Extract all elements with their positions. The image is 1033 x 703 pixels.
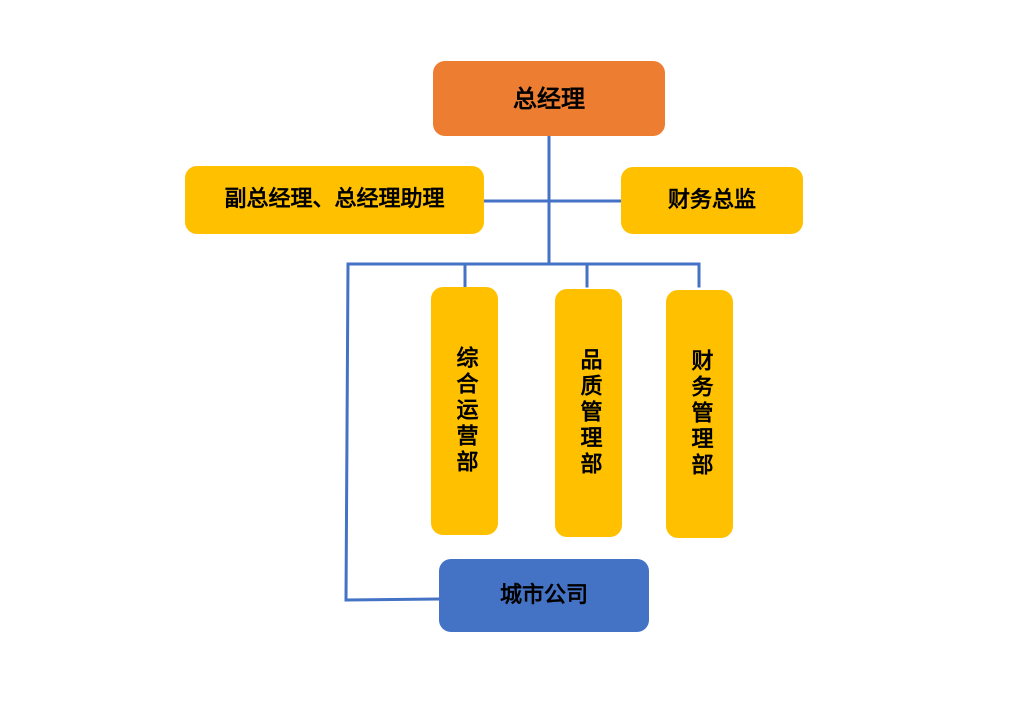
general-manager-label: 总经理 [513, 84, 585, 113]
finance-management-box: 财务管理部 [666, 290, 733, 538]
deputy-gm-assistant-label: 副总经理、总经理助理 [224, 187, 445, 212]
quality-management-box: 品质管理部 [555, 289, 622, 537]
finance-director-box: 财务总监 [621, 167, 803, 234]
deputy-gm-assistant-box: 副总经理、总经理助理 [185, 166, 484, 234]
quality-management-label: 品质管理部 [576, 348, 602, 478]
city-company-box: 城市公司 [439, 559, 649, 632]
city-company-label: 城市公司 [499, 582, 588, 608]
city-company-line [344, 262, 440, 602]
general-operations-box: 综合运营部 [431, 287, 498, 535]
general-manager-box: 总经理 [433, 61, 665, 136]
finance-director-label: 财务总监 [667, 187, 756, 213]
general-operations-label: 综合运营部 [452, 346, 478, 476]
finance-management-label: 财务管理部 [687, 349, 713, 479]
